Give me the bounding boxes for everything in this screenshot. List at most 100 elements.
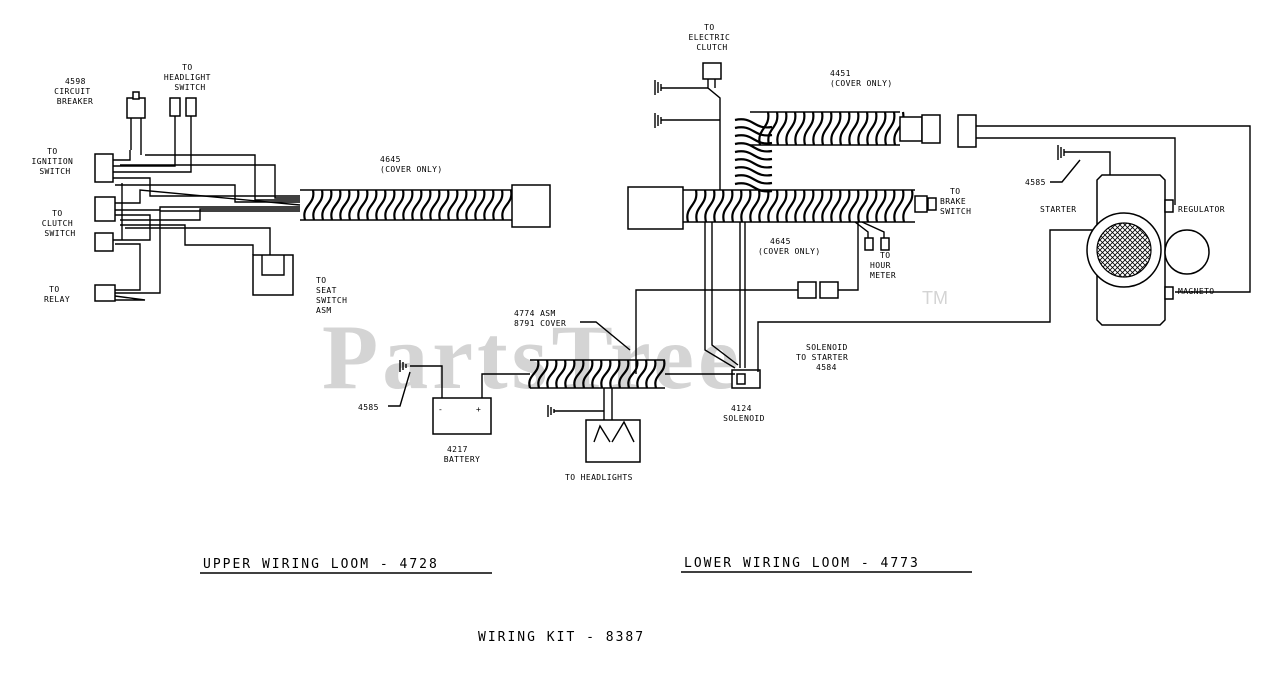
titles: UPPER WIRING LOOM - 4728 LOWER WIRING LO… bbox=[200, 556, 972, 645]
coil-wrap bbox=[884, 111, 896, 146]
coil-wrap bbox=[734, 174, 773, 185]
lower-loom: - + bbox=[399, 62, 1251, 463]
coil-wrap bbox=[600, 359, 612, 389]
coil-wrap bbox=[848, 111, 860, 146]
coil-wrap bbox=[734, 166, 773, 177]
label-ground-left: 4585 bbox=[358, 403, 379, 412]
headlight-switch-plugs bbox=[169, 97, 197, 165]
coil-wrap bbox=[429, 189, 441, 221]
upper-coil bbox=[300, 189, 513, 221]
center-plug-2 bbox=[819, 281, 839, 299]
coil-wrap bbox=[893, 189, 905, 223]
coil-wrap bbox=[821, 189, 833, 223]
coil-wrap bbox=[348, 189, 360, 221]
leader-ground-right bbox=[1050, 159, 1081, 183]
lower-left-box bbox=[627, 186, 684, 230]
coil-wrap bbox=[875, 111, 887, 146]
coil-wrap bbox=[636, 359, 648, 389]
coil-wrap bbox=[893, 111, 905, 146]
title-lower-loom: LOWER WIRING LOOM - 4773 bbox=[684, 556, 920, 571]
headlight-connector bbox=[547, 388, 641, 463]
coil-wrap bbox=[555, 359, 567, 389]
battery-plus: + bbox=[476, 405, 481, 414]
coil-wrap bbox=[776, 111, 788, 146]
battery-minus: - bbox=[438, 405, 443, 414]
coil-wrap bbox=[546, 359, 558, 389]
coil-wrap bbox=[330, 189, 342, 221]
starter-engine bbox=[1086, 174, 1210, 326]
coil-wrap bbox=[420, 189, 432, 221]
coil-wrap bbox=[731, 189, 743, 223]
coil-wrap bbox=[686, 189, 698, 223]
solenoid bbox=[731, 369, 761, 389]
label-headlights: TO HEADLIGHTS bbox=[565, 473, 633, 482]
label-headlight-switch: TO HEADLIGHT SWITCH bbox=[164, 63, 216, 92]
label-magneto: MAGNETO bbox=[1178, 287, 1215, 296]
upper-loom bbox=[94, 91, 551, 302]
coil-wrap bbox=[447, 189, 459, 221]
label-clutch-switch: TO CLUTCH SWITCH bbox=[42, 209, 79, 238]
coil-wrap bbox=[830, 111, 842, 146]
coil-wrap bbox=[785, 111, 797, 146]
coil-wrap bbox=[866, 189, 878, 223]
coil-wrap bbox=[357, 189, 369, 221]
coil-wrap bbox=[839, 111, 851, 146]
coil-wrap bbox=[812, 111, 824, 146]
coil-wrap bbox=[758, 189, 770, 223]
label-lower-cover-top: 4451 (COVER ONLY) bbox=[830, 69, 893, 88]
coil-wrap bbox=[734, 182, 773, 193]
label-electric-clutch: TO ELECTRIC CLUTCH bbox=[689, 23, 736, 52]
center-plug-1 bbox=[797, 281, 817, 299]
label-ignition-switch: TO IGNITION SWITCH bbox=[32, 147, 79, 176]
clutch-switch-connector bbox=[94, 196, 116, 222]
coil-wrap bbox=[465, 189, 477, 221]
title-wiring-kit: WIRING KIT - 8387 bbox=[478, 630, 645, 645]
coil-wrap bbox=[875, 189, 887, 223]
circuit-breaker bbox=[126, 91, 146, 155]
coil-wrap bbox=[627, 359, 639, 389]
coil-wrap bbox=[794, 189, 806, 223]
coil-wrap bbox=[609, 359, 621, 389]
coil-wrap bbox=[695, 189, 707, 223]
coil-wrap bbox=[501, 189, 513, 221]
leader-ground-left bbox=[388, 371, 411, 407]
coil-wrap bbox=[866, 111, 878, 146]
coil-wrap bbox=[402, 189, 414, 221]
coil-wrap bbox=[537, 359, 549, 389]
hour-meter-plug-1 bbox=[864, 237, 874, 251]
coil-wrap bbox=[713, 189, 725, 223]
coil-wrap bbox=[857, 111, 869, 146]
label-brake-switch: TO BRAKE SWITCH bbox=[940, 187, 971, 216]
relay-connector bbox=[94, 284, 116, 302]
label-lower-cover-mid: 4645 (COVER ONLY) bbox=[758, 237, 821, 256]
labels: 4598 CIRCUIT BREAKER TO HEADLIGHT SWITCH… bbox=[32, 23, 1225, 482]
coil-wrap bbox=[830, 189, 842, 223]
coil-wrap bbox=[492, 189, 504, 221]
coil-wrap bbox=[821, 111, 833, 146]
coil-wrap bbox=[375, 189, 387, 221]
coil-wrap bbox=[456, 189, 468, 221]
coil-wrap bbox=[591, 359, 603, 389]
coil-wrap bbox=[848, 189, 860, 223]
coil-wrap bbox=[758, 111, 770, 146]
coil-wrap bbox=[767, 111, 779, 146]
coil-wrap bbox=[573, 359, 585, 389]
watermark-text: PartsTree bbox=[322, 306, 743, 408]
upper-end-plug bbox=[511, 184, 551, 228]
coil-wrap bbox=[734, 158, 773, 169]
coil-wrap bbox=[528, 359, 540, 389]
coil-wrap bbox=[734, 118, 773, 129]
coil-wrap bbox=[794, 111, 806, 146]
coil-wrap bbox=[645, 359, 657, 389]
label-starter: STARTER bbox=[1040, 205, 1077, 214]
coil-wrap bbox=[776, 189, 788, 223]
coil-wrap bbox=[734, 142, 773, 153]
top-coil-connector bbox=[899, 116, 923, 142]
coil-wrap bbox=[321, 189, 333, 221]
electric-clutch-plug bbox=[702, 62, 722, 80]
label-hour-meter: TO HOUR METER bbox=[870, 251, 896, 280]
label-relay: TO RELAY bbox=[44, 285, 70, 304]
coil-wrap bbox=[857, 189, 869, 223]
coil-wrap bbox=[384, 189, 396, 221]
